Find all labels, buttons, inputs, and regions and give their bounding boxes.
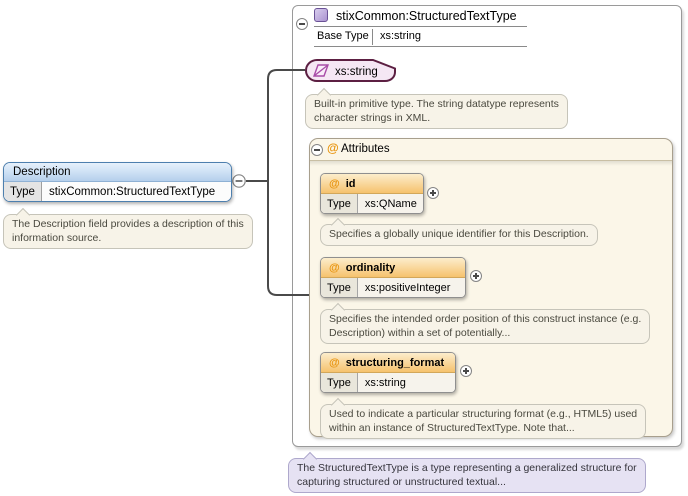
string-type-icon xyxy=(313,64,329,77)
attribute-name: ordinality xyxy=(345,261,396,274)
divider xyxy=(314,26,527,27)
divider xyxy=(372,29,373,45)
structuring-format-note: Used to indicate a particular structurin… xyxy=(320,397,647,439)
note-text: Specifies the intended order position of… xyxy=(329,313,642,339)
expand-toggle-ordinality[interactable] xyxy=(470,270,482,282)
attribute-at-icon: @ xyxy=(327,141,339,155)
expand-toggle-structuring-format[interactable] xyxy=(460,365,472,377)
base-type-label: Base Type xyxy=(317,30,369,42)
attributes-collapse-toggle[interactable] xyxy=(311,144,323,156)
note-text: Used to indicate a particular structurin… xyxy=(329,408,638,434)
attribute-name: id xyxy=(345,177,356,190)
divider xyxy=(310,160,672,161)
note-text: The Description field provides a descrip… xyxy=(12,218,244,244)
description-collapse-toggle[interactable] xyxy=(232,174,246,188)
type-value: xs:QName xyxy=(364,197,417,210)
attribute-box-structuring-format[interactable]: @ structuring_format Type xs:string xyxy=(320,352,456,393)
id-note: Specifies a globally unique identifier f… xyxy=(320,217,598,246)
note-text: Built-in primitive type. The string data… xyxy=(314,98,559,124)
base-type-value: xs:string xyxy=(380,30,421,42)
type-value: xs:string xyxy=(364,376,406,389)
type-label: Type xyxy=(4,182,42,201)
attribute-name: structuring_format xyxy=(345,356,445,369)
complex-type-icon xyxy=(314,8,328,22)
xs-string-node[interactable]: xs:string xyxy=(304,58,399,84)
divider-shadow xyxy=(310,161,672,166)
root-collapse-toggle[interactable] xyxy=(296,18,308,30)
attribute-at-icon: @ xyxy=(329,356,340,369)
attribute-box-id[interactable]: @ id Type xs:QName xyxy=(320,173,424,214)
type-value: xs:positiveInteger xyxy=(364,281,451,294)
attribute-at-icon: @ xyxy=(329,177,340,190)
ordinality-note: Specifies the intended order position of… xyxy=(320,302,651,344)
divider xyxy=(314,46,527,47)
description-note: The Description field provides a descrip… xyxy=(3,207,253,249)
attribute-at-icon: @ xyxy=(329,261,340,274)
note-text: Specifies a globally unique identifier f… xyxy=(329,228,589,240)
xs-string-label: xs:string xyxy=(335,66,378,78)
note-text: The StructuredTextType is a type represe… xyxy=(297,462,637,488)
type-label: Type xyxy=(321,194,358,213)
type-value: stixCommon:StructuredTextType xyxy=(48,185,216,198)
expand-toggle-id[interactable] xyxy=(427,187,439,199)
element-box-description[interactable]: Description Type stixCommon:StructuredTe… xyxy=(3,162,232,202)
attribute-box-ordinality[interactable]: @ ordinality Type xs:positiveInteger xyxy=(320,257,466,298)
element-name: Description xyxy=(4,163,231,182)
type-label: Type xyxy=(321,373,358,392)
type-documentation-note: The StructuredTextType is a type represe… xyxy=(288,451,646,493)
xs-string-note: Built-in primitive type. The string data… xyxy=(305,87,568,129)
attributes-title: Attributes xyxy=(341,143,390,155)
type-title: stixCommon:StructuredTextType xyxy=(336,9,517,23)
type-label: Type xyxy=(321,278,358,297)
